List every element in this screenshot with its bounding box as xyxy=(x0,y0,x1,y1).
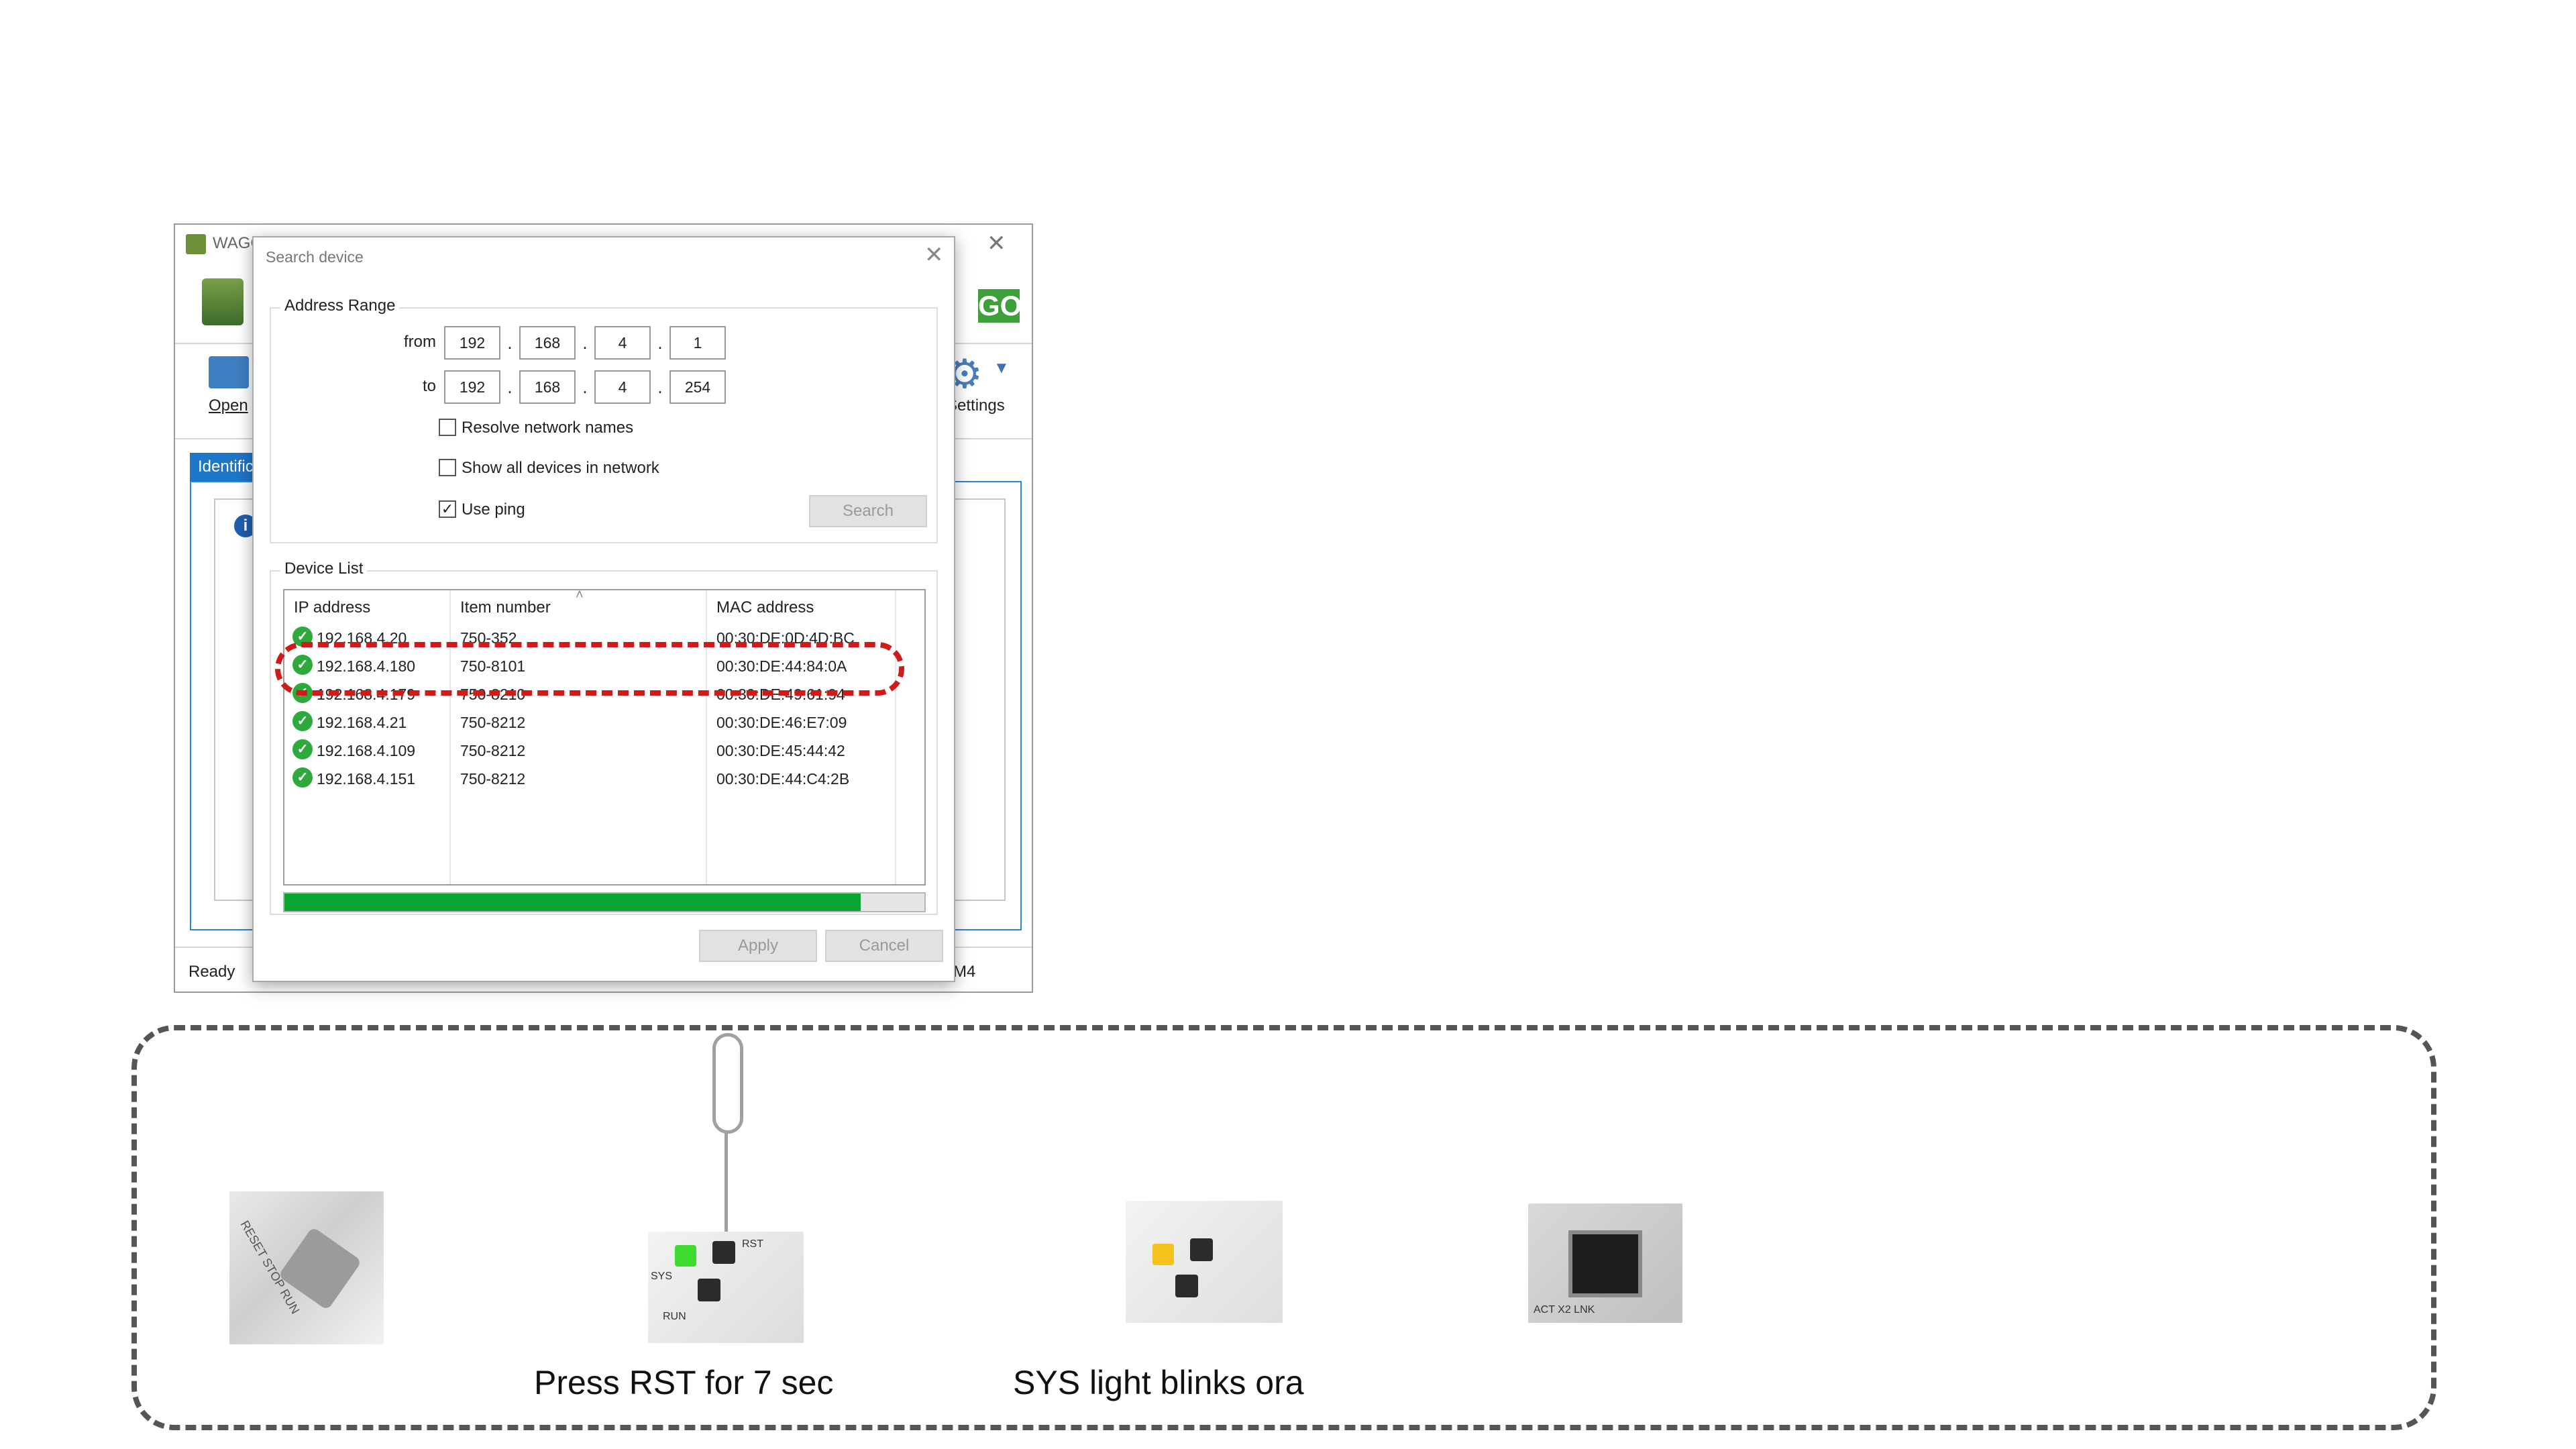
cancel-button[interactable]: Cancel xyxy=(825,930,943,962)
to-ip-octet-1[interactable]: 192 xyxy=(444,370,500,404)
paperclip-icon xyxy=(712,1033,743,1134)
device-list-group xyxy=(270,570,938,915)
ip-separator: . xyxy=(507,377,513,397)
check-circle-icon: ✓ xyxy=(292,711,313,731)
run-led-hole xyxy=(1175,1275,1198,1297)
device-ip: 192.168.4.21 xyxy=(317,714,407,731)
sys-led-green xyxy=(675,1245,696,1267)
sys-caption: SYS light blinks ora xyxy=(1013,1364,1304,1401)
instruction-frame xyxy=(131,1025,2436,1430)
dialog-title: Search device xyxy=(266,248,364,266)
mode-switch-photo: RESET STOP RUN xyxy=(229,1191,384,1344)
check-circle-icon: ✓ xyxy=(292,739,313,759)
device-ip: 192.168.4.180 xyxy=(317,657,416,675)
show-all-devices-label: Show all devices in network xyxy=(462,459,659,477)
resolve-names-checkbox[interactable] xyxy=(439,419,456,436)
status-text: Ready xyxy=(189,963,235,981)
status-port: M4 xyxy=(953,963,976,981)
run-led-hole xyxy=(698,1279,720,1301)
device-highlight-annotation xyxy=(275,642,904,696)
from-ip-octet-1[interactable]: 192 xyxy=(444,326,500,360)
to-ip-octet-3[interactable]: 4 xyxy=(594,370,651,404)
device-list-legend: Device List xyxy=(280,559,368,578)
to-ip-octet-2[interactable]: 168 xyxy=(519,370,576,404)
address-range-group xyxy=(270,307,938,543)
address-range-legend: Address Range xyxy=(280,297,400,315)
ip-separator: . xyxy=(657,333,663,353)
sys-light-photo xyxy=(1126,1201,1283,1323)
column-separator xyxy=(706,590,707,884)
ethernet-port-icon xyxy=(1568,1230,1642,1297)
paperclip-wire xyxy=(724,1132,728,1246)
use-ping-checkbox[interactable]: ✓ xyxy=(439,500,456,518)
to-label: to xyxy=(422,377,436,395)
search-button[interactable]: Search xyxy=(809,495,927,527)
sort-ascending-icon: ˄ xyxy=(576,588,584,602)
app-icon xyxy=(186,234,206,254)
ip-separator: . xyxy=(582,333,588,353)
sys-label: SYS xyxy=(651,1271,673,1282)
from-ip-octet-3[interactable]: 4 xyxy=(594,326,651,360)
settings-button[interactable]: Settings xyxy=(947,396,1005,415)
close-icon[interactable]: ✕ xyxy=(924,242,944,268)
table-row[interactable]: ✓ 192.168.4.180 750-8101 00:30:DE:44:84:… xyxy=(284,652,924,680)
show-all-devices-checkbox[interactable] xyxy=(439,459,456,476)
open-button[interactable]: Open xyxy=(209,396,248,415)
device-item-number: 750-8212 xyxy=(460,714,526,731)
sys-led-orange xyxy=(1152,1244,1174,1265)
rst-hole xyxy=(1190,1238,1213,1261)
device-item-number: 750-8212 xyxy=(460,770,526,788)
ip-separator: . xyxy=(657,377,663,397)
column-header-mac[interactable]: MAC address xyxy=(716,598,814,616)
column-separator xyxy=(895,590,896,884)
table-row[interactable]: ✓ 192.168.4.21 750-8212 00:30:DE:46:E7:0… xyxy=(284,708,924,737)
main-close-icon[interactable]: ✕ xyxy=(987,231,1006,256)
rst-hole xyxy=(712,1241,735,1264)
resolve-names-label: Resolve network names xyxy=(462,419,634,437)
from-ip-octet-2[interactable]: 168 xyxy=(519,326,576,360)
device-mac: 00:30:DE:46:E7:09 xyxy=(716,714,847,731)
apply-button[interactable]: Apply xyxy=(699,930,817,962)
check-circle-icon: ✓ xyxy=(292,767,313,788)
ip-separator: . xyxy=(507,333,513,353)
rst-label: RST xyxy=(742,1238,763,1250)
port-label: ACT X2 LNK xyxy=(1534,1304,1595,1316)
rst-caption: Press RST for 7 sec xyxy=(534,1364,834,1401)
folder-open-icon[interactable] xyxy=(209,356,249,388)
column-header-ip[interactable]: IP address xyxy=(294,598,371,616)
search-device-dialog: Search device ✕ Address Range from 192 .… xyxy=(252,236,955,982)
use-ping-label: Use ping xyxy=(462,500,525,519)
chevron-down-icon[interactable]: ▼ xyxy=(994,359,1010,377)
table-row[interactable]: ✓ 192.168.4.151 750-8212 00:30:DE:44:C4:… xyxy=(284,765,924,793)
ip-separator: . xyxy=(582,377,588,397)
column-header-item-number[interactable]: Item number xyxy=(460,598,551,616)
rst-button-photo: SYS RST RUN xyxy=(648,1232,804,1343)
ethernet-port-photo: ACT X2 LNK xyxy=(1528,1203,1682,1323)
from-label: from xyxy=(404,333,436,351)
search-progress-bar xyxy=(283,892,926,912)
device-item-number: 750-8212 xyxy=(460,742,526,759)
device-mac: 00:30:DE:45:44:42 xyxy=(716,742,845,759)
device-item-number: 750-8101 xyxy=(460,657,526,675)
table-row[interactable]: ✓ 192.168.4.109 750-8212 00:30:DE:45:44:… xyxy=(284,737,924,765)
progress-fill xyxy=(284,894,861,911)
device-ip: 192.168.4.151 xyxy=(317,770,416,788)
device-list[interactable]: IP address Item number ˄ MAC address ✓ 1… xyxy=(283,588,926,885)
from-ip-octet-4[interactable]: 1 xyxy=(669,326,726,360)
device-mac: 00:30:DE:44:C4:2B xyxy=(716,770,850,788)
to-ip-octet-4[interactable]: 254 xyxy=(669,370,726,404)
app-toolbar-icon xyxy=(202,278,244,325)
run-label: RUN xyxy=(663,1311,686,1322)
wago-logo: GO xyxy=(978,289,1022,323)
device-ip: 192.168.4.109 xyxy=(317,742,416,759)
device-mac: 00:30:DE:44:84:0A xyxy=(716,657,847,675)
column-separator xyxy=(449,590,451,884)
